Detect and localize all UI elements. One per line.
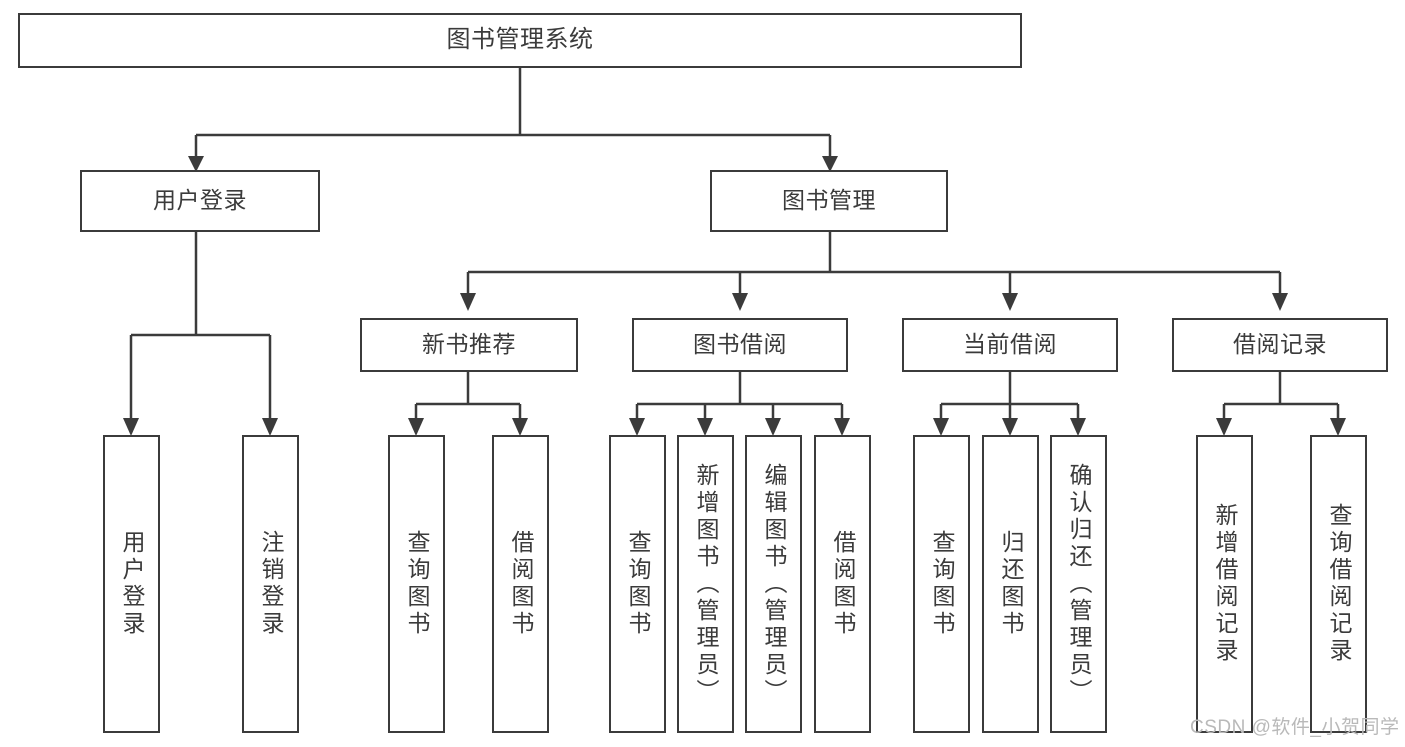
leaf-newbook-borrow-book-label: 借阅图书 xyxy=(508,530,534,638)
node-current-borrow[interactable]: 当前借阅 xyxy=(902,318,1118,372)
arrow-book-mgmt-c2 xyxy=(732,293,748,311)
leaf-logout[interactable]: 注销登录 xyxy=(242,435,299,733)
leaf-current-query-book-label: 查询图书 xyxy=(929,530,955,638)
leaf-newbook-query-book[interactable]: 查询图书 xyxy=(388,435,445,733)
leaf-user-login-label: 用户登录 xyxy=(119,530,145,638)
arrow-user-login-child2 xyxy=(262,418,278,436)
node-book-management-label: 图书管理 xyxy=(782,187,876,214)
arrow-newbook-c1 xyxy=(408,418,424,436)
leaf-borrow-query-book[interactable]: 查询图书 xyxy=(609,435,666,733)
node-root-label: 图书管理系统 xyxy=(446,26,594,54)
leaf-borrow-edit-book[interactable]: 编辑图书（管理员） xyxy=(745,435,802,733)
leaf-current-return-book[interactable]: 归还图书 xyxy=(982,435,1039,733)
leaf-borrow-add-book-label: 新增图书（管理员） xyxy=(693,462,719,706)
leaf-newbook-borrow-book[interactable]: 借阅图书 xyxy=(492,435,549,733)
csdn-watermark: CSDN @软件_小贺同学 xyxy=(1190,717,1400,738)
node-borrow-record-label: 借阅记录 xyxy=(1233,331,1327,358)
arrow-current-c1 xyxy=(933,418,949,436)
leaf-current-confirm-return[interactable]: 确认归还（管理员） xyxy=(1050,435,1107,733)
arrow-book-mgmt-c4 xyxy=(1272,293,1288,311)
node-root[interactable]: 图书管理系统 xyxy=(18,13,1022,68)
arrow-record-c1 xyxy=(1216,418,1232,436)
arrow-borrow-c1 xyxy=(629,418,645,436)
arrow-current-c2 xyxy=(1002,418,1018,436)
leaf-borrow-add-book[interactable]: 新增图书（管理员） xyxy=(677,435,734,733)
arrow-record-c2 xyxy=(1330,418,1346,436)
node-new-book-recommend-label: 新书推荐 xyxy=(422,331,516,358)
node-new-book-recommend[interactable]: 新书推荐 xyxy=(360,318,578,372)
node-borrow-record[interactable]: 借阅记录 xyxy=(1172,318,1388,372)
leaf-borrow-edit-book-label: 编辑图书（管理员） xyxy=(761,462,787,706)
arrow-book-mgmt-c3 xyxy=(1002,293,1018,311)
leaf-borrow-borrow-book-label: 借阅图书 xyxy=(830,530,856,638)
arrow-borrow-c2 xyxy=(697,418,713,436)
leaf-user-login[interactable]: 用户登录 xyxy=(103,435,160,733)
node-user-login-label: 用户登录 xyxy=(153,187,247,214)
node-book-management[interactable]: 图书管理 xyxy=(710,170,948,232)
arrow-borrow-c3 xyxy=(765,418,781,436)
arrow-borrow-c4 xyxy=(834,418,850,436)
node-user-login[interactable]: 用户登录 xyxy=(80,170,320,232)
node-book-borrow-label: 图书借阅 xyxy=(693,331,787,358)
leaf-borrow-borrow-book[interactable]: 借阅图书 xyxy=(814,435,871,733)
leaf-logout-label: 注销登录 xyxy=(258,530,284,638)
node-book-borrow[interactable]: 图书借阅 xyxy=(632,318,848,372)
arrow-book-mgmt-c1 xyxy=(460,293,476,311)
leaf-current-return-book-label: 归还图书 xyxy=(998,530,1024,638)
arrow-newbook-c2 xyxy=(512,418,528,436)
arrow-current-c3 xyxy=(1070,418,1086,436)
leaf-record-add-record[interactable]: 新增借阅记录 xyxy=(1196,435,1253,733)
leaf-current-confirm-return-label: 确认归还（管理员） xyxy=(1066,462,1092,706)
leaf-current-query-book[interactable]: 查询图书 xyxy=(913,435,970,733)
leaf-borrow-query-book-label: 查询图书 xyxy=(625,530,651,638)
leaf-record-query-record-label: 查询借阅记录 xyxy=(1326,503,1352,665)
node-current-borrow-label: 当前借阅 xyxy=(963,331,1057,358)
leaf-record-query-record[interactable]: 查询借阅记录 xyxy=(1310,435,1367,733)
arrow-user-login-child1 xyxy=(123,418,139,436)
leaf-record-add-record-label: 新增借阅记录 xyxy=(1212,503,1238,665)
leaf-newbook-query-book-label: 查询图书 xyxy=(404,530,430,638)
